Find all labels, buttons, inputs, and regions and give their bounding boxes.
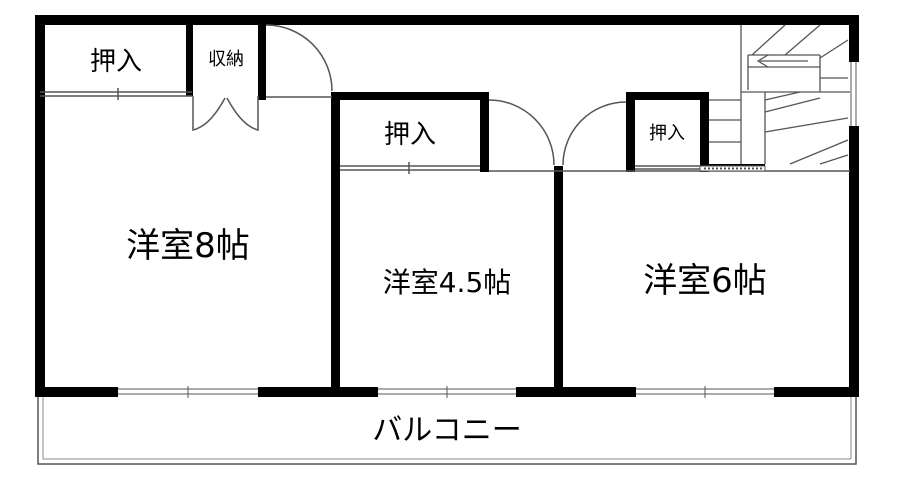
bottom-windows xyxy=(118,386,774,398)
stairs xyxy=(709,24,850,165)
room-label-western-8: 洋室8帖 xyxy=(126,226,250,266)
room-label-western-4-5: 洋室4.5帖 xyxy=(383,266,512,299)
door-swings xyxy=(192,24,627,166)
closet-label-shuno: 収納 xyxy=(208,49,244,70)
outer-walls xyxy=(35,15,859,397)
right-window xyxy=(848,62,860,126)
closet-label-oshiire-center: 押入 xyxy=(384,120,436,150)
thin-lines xyxy=(40,88,850,174)
balcony-label: バルコニー xyxy=(372,413,521,448)
closet-label-oshiire-left: 押入 xyxy=(90,47,142,77)
stair-sill xyxy=(699,165,766,172)
room-label-western-6: 洋室6帖 xyxy=(643,261,767,301)
interior-walls xyxy=(186,20,765,392)
closet-label-oshiire-right: 押入 xyxy=(649,123,685,144)
